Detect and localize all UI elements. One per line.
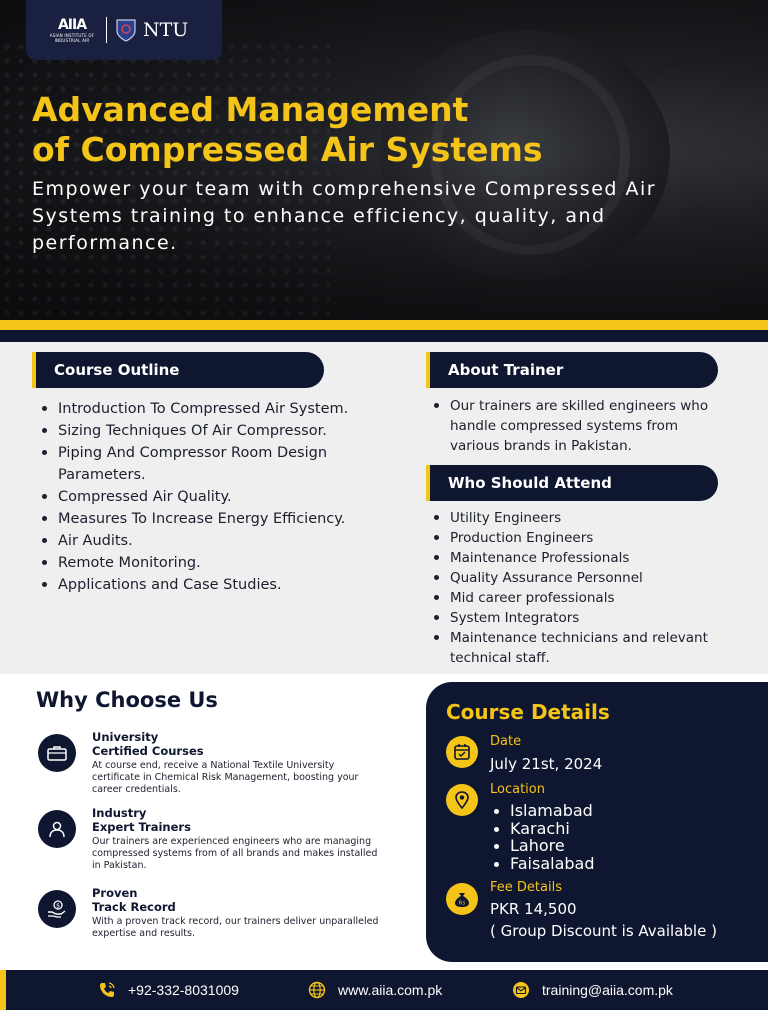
mail-icon bbox=[512, 981, 530, 999]
list-item: Maintenance technicians and relevant tec… bbox=[430, 628, 730, 668]
feature-title: University Certified Courses bbox=[92, 730, 204, 758]
page-bottom-strip bbox=[0, 1010, 768, 1024]
feature-description: With a proven track record, our trainers… bbox=[92, 916, 379, 939]
hero-banner: AIIA ASIAN INSTITUTE OF INDUSTRIAL AIR N… bbox=[0, 0, 768, 320]
feature-title-line2: Certified Courses bbox=[92, 744, 204, 758]
list-item: Quality Assurance Personnel bbox=[430, 568, 730, 588]
feature-title: Proven Track Record bbox=[92, 886, 176, 914]
feature-title-line1: University bbox=[92, 730, 159, 744]
feature-title-line1: Industry bbox=[92, 806, 147, 820]
hero-divider-bar bbox=[0, 330, 768, 342]
hand-coin-icon: $ bbox=[38, 890, 76, 928]
feature-title: Industry Expert Trainers bbox=[92, 806, 191, 834]
ntu-logo-text: NTU bbox=[143, 19, 189, 41]
aiia-logo-subtitle: ASIAN INSTITUTE OF INDUSTRIAL AIR bbox=[49, 33, 95, 43]
fee-note: ( Group Discount is Available ) bbox=[490, 922, 717, 940]
fee-value: PKR 14,500 bbox=[490, 900, 577, 918]
course-outline-heading: Course Outline bbox=[32, 352, 324, 388]
list-item: System Integrators bbox=[430, 608, 730, 628]
user-icon bbox=[38, 810, 76, 848]
list-item: Piping And Compressor Room Design Parame… bbox=[38, 442, 368, 486]
logo-box: AIIA ASIAN INSTITUTE OF INDUSTRIAL AIR N… bbox=[26, 0, 222, 60]
date-label: Date bbox=[490, 734, 522, 749]
course-outline-list: Introduction To Compressed Air System. S… bbox=[38, 398, 368, 596]
about-trainer-list: Our trainers are skilled engineers who h… bbox=[430, 396, 730, 456]
aiia-logo: AIIA ASIAN INSTITUTE OF INDUSTRIAL AIR bbox=[44, 17, 100, 43]
list-item: Introduction To Compressed Air System. bbox=[38, 398, 368, 420]
list-item: Air Audits. bbox=[38, 530, 368, 552]
location-pin-icon bbox=[446, 784, 478, 816]
footer-email[interactable]: training@aiia.com.pk bbox=[512, 970, 673, 1010]
date-value: July 21st, 2024 bbox=[490, 755, 603, 773]
hero-subtitle: Empower your team with comprehensive Com… bbox=[32, 178, 657, 254]
email-address: training@aiia.com.pk bbox=[542, 982, 673, 998]
hero-accent-bar bbox=[0, 320, 768, 330]
logo-divider bbox=[106, 17, 107, 43]
feature-description: Our trainers are experienced engineers w… bbox=[92, 836, 378, 871]
phone-icon bbox=[98, 981, 116, 999]
list-item: Lahore bbox=[494, 837, 595, 855]
course-info-panel bbox=[0, 342, 768, 674]
briefcase-icon bbox=[38, 734, 76, 772]
course-details-card bbox=[426, 682, 768, 962]
website-url: www.aiia.com.pk bbox=[338, 982, 443, 998]
feature-title-line2: Expert Trainers bbox=[92, 820, 191, 834]
who-should-attend-list: Utility Engineers Production Engineers M… bbox=[430, 508, 730, 668]
footer-phone[interactable]: +92-332-8031009 bbox=[98, 970, 239, 1010]
who-should-attend-heading: Who Should Attend bbox=[426, 465, 718, 501]
list-item: Measures To Increase Energy Efficiency. bbox=[38, 508, 368, 530]
about-trainer-heading: About Trainer bbox=[426, 352, 718, 388]
calendar-icon bbox=[446, 736, 478, 768]
footer-website[interactable]: www.aiia.com.pk bbox=[308, 970, 442, 1010]
list-item: Maintenance Professionals bbox=[430, 548, 730, 568]
list-item: Utility Engineers bbox=[430, 508, 730, 528]
svg-text:$: $ bbox=[56, 903, 60, 910]
ntu-crest-icon bbox=[116, 19, 136, 42]
globe-icon bbox=[308, 981, 326, 999]
course-details-heading: Course Details bbox=[446, 700, 610, 724]
list-item: Production Engineers bbox=[430, 528, 730, 548]
feature-title-line2: Track Record bbox=[92, 900, 176, 914]
list-item: Sizing Techniques Of Air Compressor. bbox=[38, 420, 368, 442]
hero-title-line2: of Compressed Air Systems bbox=[32, 130, 543, 169]
why-choose-us-heading: Why Choose Us bbox=[36, 688, 218, 712]
list-item: Remote Monitoring. bbox=[38, 552, 368, 574]
list-item: Compressed Air Quality. bbox=[38, 486, 368, 508]
money-bag-icon: Rs bbox=[446, 883, 478, 915]
fee-label: Fee Details bbox=[490, 880, 562, 895]
list-item: Our trainers are skilled engineers who h… bbox=[430, 396, 730, 456]
list-item: Faisalabad bbox=[494, 854, 595, 873]
list-item: Islamabad bbox=[494, 802, 595, 820]
contact-footer: +92-332-8031009 www.aiia.com.pk training… bbox=[0, 970, 768, 1010]
feature-title-line1: Proven bbox=[92, 886, 138, 900]
svg-text:Rs: Rs bbox=[459, 901, 466, 907]
feature-description: At course end, receive a National Textil… bbox=[92, 760, 359, 795]
hero-title-line1: Advanced Management bbox=[32, 90, 469, 129]
aiia-logo-mark: AIIA bbox=[57, 17, 87, 33]
list-item: Applications and Case Studies. bbox=[38, 574, 368, 596]
hero-title: Advanced Management of Compressed Air Sy… bbox=[32, 90, 732, 170]
list-item: Mid career professionals bbox=[430, 588, 730, 608]
location-list: Islamabad Karachi Lahore Faisalabad bbox=[494, 802, 595, 872]
list-item: Karachi bbox=[494, 819, 595, 838]
location-label: Location bbox=[490, 782, 545, 797]
phone-number: +92-332-8031009 bbox=[128, 982, 239, 998]
